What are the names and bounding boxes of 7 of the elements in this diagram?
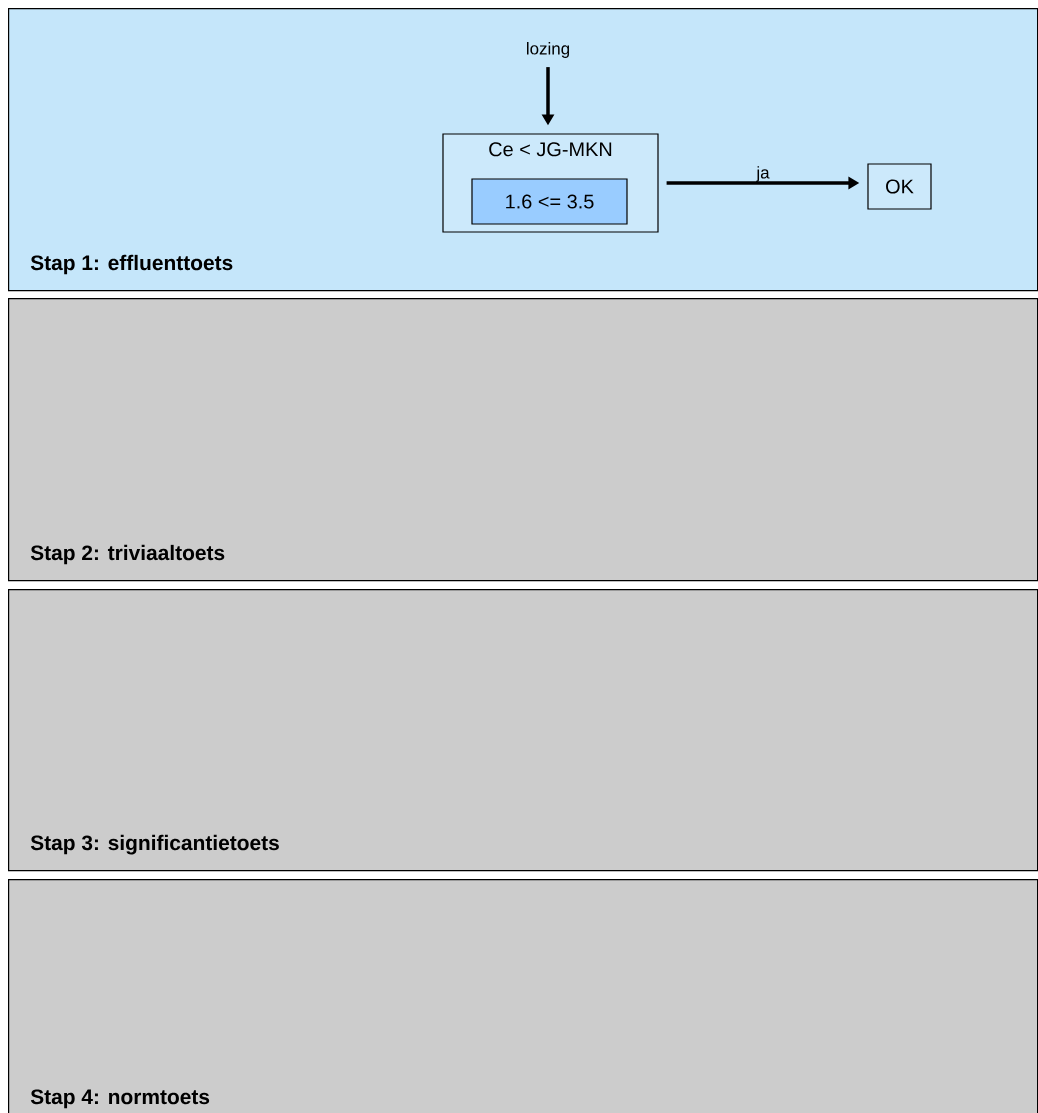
value-box: 1.6 <= 3.5 xyxy=(471,178,628,225)
input-label: lozing xyxy=(527,42,569,58)
stage-band: Stap 4: normtoets xyxy=(8,879,1038,1113)
stage-band: Stap 2: triviaaltoets xyxy=(8,298,1038,582)
edge-label: ja xyxy=(756,166,770,182)
stage-band: Stap 3: significantietoets xyxy=(8,589,1038,872)
result-box: OK xyxy=(867,163,932,210)
